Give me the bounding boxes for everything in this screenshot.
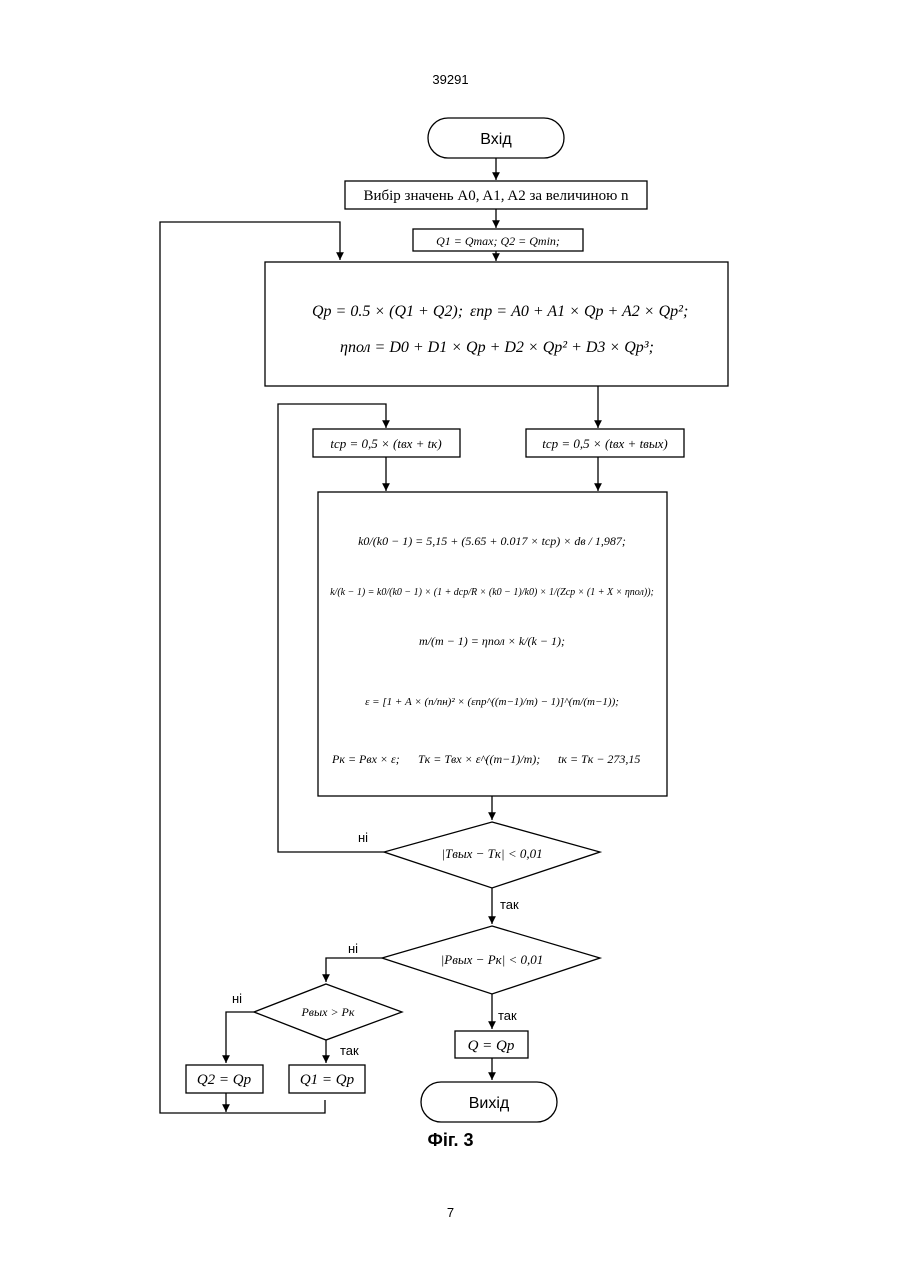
tcp-right-label: tср = 0,5 × (tвх + tвых)	[542, 436, 667, 451]
eq-k0: k0/(k0 − 1) = 5,15 + (5.65 + 0.017 × tср…	[358, 534, 626, 548]
yes-label-3: так	[340, 1043, 359, 1058]
assign-q1-label: Q1 = Qp	[300, 1072, 355, 1088]
no-label-2: ні	[348, 941, 358, 956]
eq-tk: Tк = Tвх × ε^((m−1)/m);	[418, 752, 540, 766]
figure-caption: Фіг. 3	[0, 1130, 901, 1151]
calc-line2: ηпол = D0 + D1 × Qp + D2 × Qp² + D3 × Qp…	[340, 339, 654, 356]
yes-label-1: так	[500, 897, 519, 912]
no-label-1: ні	[358, 830, 368, 845]
decision2-label: |Pвых − Pк| < 0,01	[441, 952, 544, 967]
eq-pk: Pк = Pвх × ε;	[331, 752, 400, 766]
decision1-label: |Tвых − Tк| < 0,01	[441, 846, 542, 861]
end-label: Вихід	[469, 1095, 510, 1112]
tcp-left-label: tср = 0,5 × (tвх + tк)	[330, 436, 441, 451]
eq-k: k/(k − 1) = k0/(k0 − 1) × (1 + dср/R × (…	[330, 587, 654, 598]
decision3-label: Pвых > Pк	[300, 1005, 354, 1019]
calc-line1a: Qp = 0.5 × (Q1 + Q2);	[312, 303, 463, 320]
eq-tk-celsius: tк = Tк − 273,15	[558, 752, 640, 766]
page-footer-number: 7	[0, 1205, 901, 1220]
calc-block	[265, 262, 728, 386]
assign-q2-label: Q2 = Qp	[197, 1072, 252, 1088]
eq-epsilon: ε = [1 + A × (n/nн)² × (εпр^((m−1)/m) − …	[365, 696, 619, 708]
calc-line1b: εпр = A0 + A1 × Qp + A2 × Qp²;	[470, 303, 688, 320]
assign-q-label: Q = Qp	[468, 1038, 515, 1054]
no-label-3: ні	[232, 991, 242, 1006]
select-label: Вибір значень A0, A1, A2 за величиною n	[363, 188, 629, 204]
eq-m: m/(m − 1) = ηпол × k/(k − 1);	[419, 634, 565, 648]
init-label: Q1 = Qmax; Q2 = Qmin;	[436, 234, 560, 248]
start-label: Вхід	[480, 131, 512, 148]
yes-label-2: так	[498, 1008, 517, 1023]
